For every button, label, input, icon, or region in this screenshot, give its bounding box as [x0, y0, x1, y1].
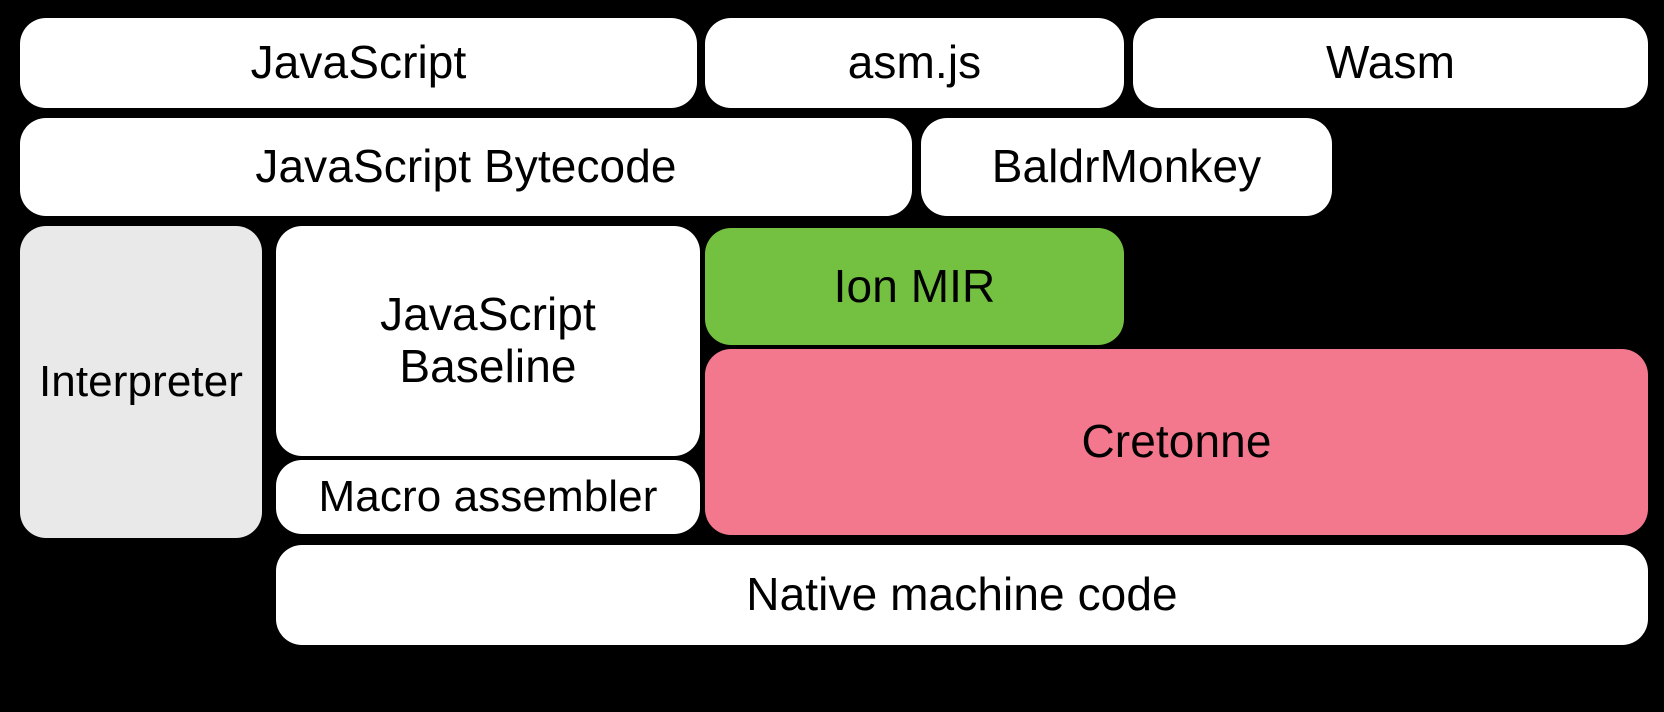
node-javascript[interactable]: JavaScript [20, 18, 697, 108]
node-interpreter[interactable]: Interpreter [20, 226, 262, 538]
node-wasm[interactable]: Wasm [1133, 18, 1648, 108]
node-macro-assembler[interactable]: Macro assembler [276, 460, 700, 534]
node-javascript-baseline[interactable]: JavaScript Baseline [276, 226, 700, 456]
node-asm-js[interactable]: asm.js [705, 18, 1124, 108]
node-native-machine-code[interactable]: Native machine code [276, 545, 1648, 645]
node-baldrmonkey[interactable]: BaldrMonkey [921, 118, 1332, 216]
node-cretonne[interactable]: Cretonne [705, 349, 1648, 535]
node-ion-mir[interactable]: Ion MIR [705, 228, 1124, 345]
node-javascript-bytecode[interactable]: JavaScript Bytecode [20, 118, 912, 216]
